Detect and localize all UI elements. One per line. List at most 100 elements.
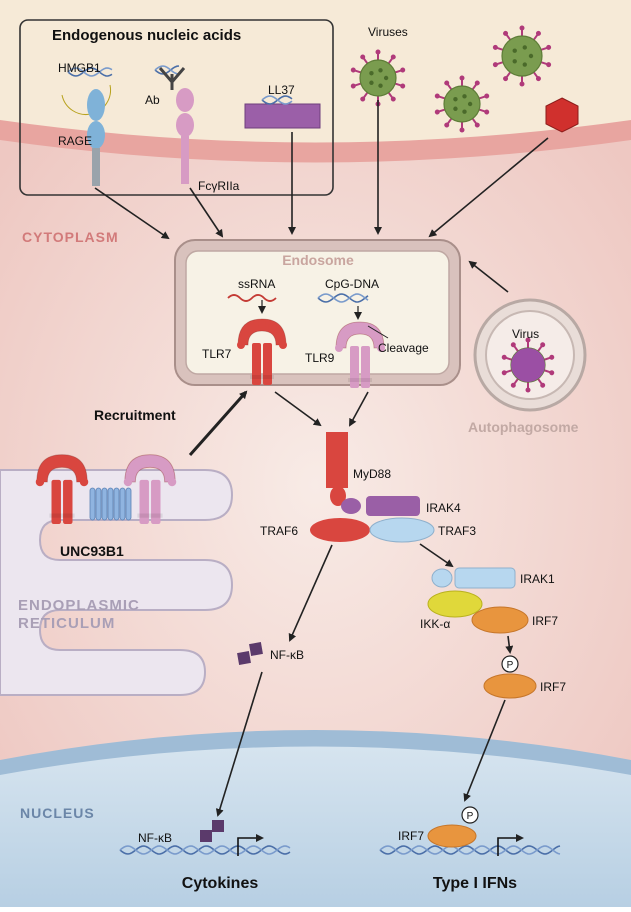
rage-domain-1 xyxy=(87,89,105,121)
cleavage-label: Cleavage xyxy=(378,341,429,355)
fcgr-domain-2 xyxy=(176,113,194,137)
arrow-irf7-to-nucleus xyxy=(463,699,506,802)
nfkb-nuclear-2 xyxy=(212,820,224,832)
arrow-autophagosome-to-endosome xyxy=(468,260,509,293)
ikka-label: IKK-α xyxy=(420,617,450,631)
fcgr-stalk xyxy=(181,136,189,184)
fcgr-domain-1 xyxy=(176,88,194,112)
nfkb-nuclear-1 xyxy=(200,830,212,842)
cpg-dna-helix xyxy=(317,293,369,303)
virus-1 xyxy=(349,48,407,108)
hmgb1-dna xyxy=(67,67,113,77)
virus-3 xyxy=(433,74,491,134)
ifn-gene-dna xyxy=(379,845,561,855)
endoplasmic-reticulum xyxy=(0,469,234,696)
arrow-virion-to-endosome xyxy=(428,137,549,238)
irf7-label-2: IRF7 xyxy=(540,680,566,694)
nfkb-label-2: NF-κB xyxy=(138,831,172,845)
cytokine-promoter xyxy=(237,834,264,856)
myd88-label: MyD88 xyxy=(353,467,391,481)
phospho-circle-1 xyxy=(501,655,519,673)
er-label-line2: RETICULUM xyxy=(18,615,115,632)
irf7-protein-1 xyxy=(471,606,529,634)
endogenous-title: Endogenous nucleic acids xyxy=(52,27,241,44)
irak4-label: IRAK4 xyxy=(426,501,461,515)
recruitment-label: Recruitment xyxy=(94,407,176,423)
virus-2 xyxy=(491,24,553,88)
antibody xyxy=(158,67,186,90)
er-label-line1: ENDOPLASMIC xyxy=(18,597,140,614)
ll37-peptide xyxy=(244,103,321,129)
phospho-label-1: P xyxy=(507,660,514,671)
tlr9-receptor xyxy=(335,321,385,388)
cytokines-label: Cytokines xyxy=(182,875,259,892)
nucleus-region xyxy=(0,746,631,907)
myd88-protein xyxy=(326,432,348,488)
irf7-label-1: IRF7 xyxy=(532,614,558,628)
unc93b1-label: UNC93B1 xyxy=(60,543,124,559)
phospho-label-2: P xyxy=(467,811,474,822)
cpg-label: CpG-DNA xyxy=(325,277,379,291)
ll37-label: LL37 xyxy=(268,83,295,97)
irak1-kinase xyxy=(454,567,516,589)
endogenous-box xyxy=(19,19,334,196)
tlr9-label: TLR9 xyxy=(305,351,335,365)
red-virion xyxy=(545,97,579,133)
nfkb-subunit-1 xyxy=(237,651,251,665)
endosome-title: Endosome xyxy=(282,252,354,268)
hmgb1-protein xyxy=(61,84,111,115)
hmgb1-label: HMGB1 xyxy=(58,61,101,75)
ikka-protein xyxy=(427,590,483,618)
cytoplasm-label: CYTOPLASM xyxy=(22,229,119,245)
arrow-tlr7-to-myd88 xyxy=(274,391,322,427)
autophagosome-label: Autophagosome xyxy=(468,419,579,435)
type1ifns-label: Type I IFNs xyxy=(433,875,517,892)
rage-label: RAGE xyxy=(58,134,92,148)
ab-dna xyxy=(154,65,180,75)
unc93b1-tlr7 xyxy=(35,454,89,524)
arrow-irf7-phospho xyxy=(505,635,514,654)
arrow-fcgr-to-endosome xyxy=(189,187,224,238)
virus-label: Virus xyxy=(512,327,539,341)
traf6-label: TRAF6 xyxy=(260,524,298,538)
irf7-protein-2 xyxy=(483,673,537,699)
ifn-promoter xyxy=(497,834,524,856)
viruses-label: Viruses xyxy=(368,25,408,39)
arrow-traf6-to-nfkb xyxy=(288,544,333,642)
nucleus-label: NUCLEUS xyxy=(20,805,95,821)
irak4-kinase xyxy=(366,496,420,516)
irf7-label-3: IRF7 xyxy=(398,829,424,843)
nfkb-subunit-2 xyxy=(249,642,263,656)
cytokine-gene-dna xyxy=(119,845,291,855)
irak1-dd xyxy=(431,568,453,588)
ssrna-label: ssRNA xyxy=(238,277,275,291)
arrow-recruitment xyxy=(188,390,248,456)
irak1-label: IRAK1 xyxy=(520,572,555,586)
phospho-circle-2 xyxy=(461,806,479,824)
arrow-rage-to-endosome xyxy=(94,187,170,240)
ssrna-strand xyxy=(227,294,277,302)
irf7-nuclear xyxy=(427,824,477,848)
traf6-protein xyxy=(310,518,370,542)
rage-domain-2 xyxy=(87,121,105,149)
nfkb-label-1: NF-κB xyxy=(270,648,304,662)
tlr7-label: TLR7 xyxy=(202,347,232,361)
arrow-traf3-to-irak1 xyxy=(419,543,454,568)
traf3-protein xyxy=(369,517,435,543)
arrow-nfkb-to-nucleus xyxy=(215,671,263,817)
arrow-tlr9-to-myd88 xyxy=(349,391,369,427)
fcgr-label: FcγRIIa xyxy=(198,179,240,193)
virus-core xyxy=(511,348,545,382)
tlr7-receptor xyxy=(237,318,287,385)
irak4-dd xyxy=(341,498,361,514)
ll37-dna xyxy=(261,95,293,105)
ab-label: Ab xyxy=(145,93,160,107)
unc93b1-protein xyxy=(89,487,132,521)
unc93b1-tlr9 xyxy=(123,454,177,524)
myd88-death-domain xyxy=(330,486,346,506)
traf3-label: TRAF3 xyxy=(438,524,476,538)
cleavage-pointer xyxy=(367,325,389,339)
rage-stalk xyxy=(92,148,100,186)
